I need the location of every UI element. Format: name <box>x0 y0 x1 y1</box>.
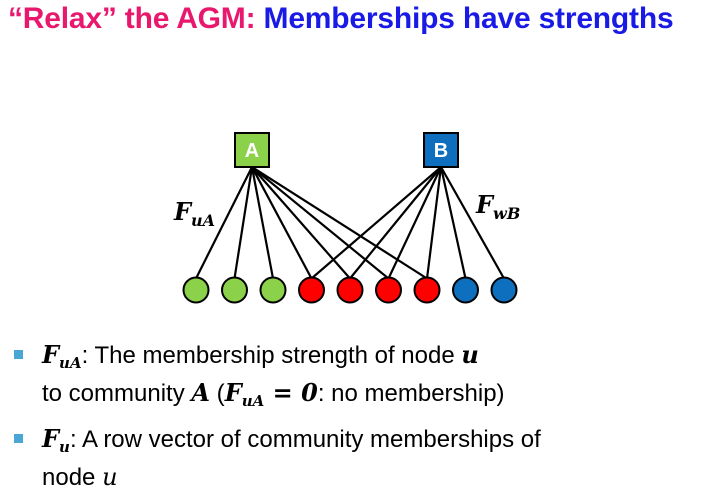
member-node-7 <box>413 276 441 304</box>
membership-edge-a-1 <box>195 166 253 279</box>
bullet-marker <box>14 350 23 359</box>
bullet-fua-definition: FuA: The membership strength of node u t… <box>14 340 714 416</box>
variable-a: A <box>191 378 211 407</box>
community-label-a: A <box>245 140 259 162</box>
membership-edge-a-6 <box>251 166 390 280</box>
edge-label-fua: FuA <box>173 197 215 230</box>
title-part-strengths: Memberships have strengths <box>263 2 674 35</box>
bullet-2-line-1: Fu: A row vector of community membership… <box>42 424 541 456</box>
community-node-b: B <box>423 132 459 168</box>
membership-edge-a-7 <box>251 166 428 280</box>
community-box-b <box>423 132 459 168</box>
variable-u: u <box>102 463 118 491</box>
membership-edge-a-3 <box>250 166 275 279</box>
slide-title: “Relax” the AGM: Memberships have streng… <box>8 2 674 36</box>
member-node-3 <box>259 276 287 304</box>
bullet-2-line-2: node u <box>42 463 118 491</box>
member-node-1 <box>182 276 210 304</box>
membership-edge-a-2 <box>233 166 254 279</box>
member-node-2 <box>221 276 248 304</box>
membership-edge-b-9 <box>440 166 505 280</box>
bullet-list: FuA: The membership strength of node u t… <box>14 340 714 501</box>
bullet-fu-definition: Fu: A row vector of community membership… <box>14 424 714 493</box>
membership-edges <box>195 166 505 280</box>
community-label-b: B <box>434 140 448 162</box>
edge-label-fwb: FwB <box>475 190 520 223</box>
membership-edge-b-4 <box>310 166 442 280</box>
membership-edge-a-4 <box>251 166 313 280</box>
membership-edge-a-5 <box>251 166 351 280</box>
member-node-4 <box>298 276 325 304</box>
bullet-marker <box>14 434 23 443</box>
member-nodes <box>182 276 518 304</box>
community-box-a <box>234 132 270 168</box>
member-node-6 <box>375 276 402 304</box>
bullet-1-line-1: FuA: The membership strength of node u <box>42 340 479 372</box>
member-node-8 <box>452 276 479 304</box>
symbol-fu: Fu <box>42 424 70 456</box>
equation-fua-zero: FuA = 0 <box>224 378 318 410</box>
membership-edge-b-8 <box>439 166 467 279</box>
bullet-1-line-2: to community A (FuA = 0: no membership) <box>42 378 505 410</box>
symbol-fua: FuA <box>42 340 82 372</box>
membership-edge-b-7 <box>425 166 443 279</box>
member-node-5 <box>336 276 364 304</box>
title-part-relax: “Relax” the AGM: <box>8 2 264 35</box>
member-node-9 <box>490 276 518 304</box>
community-node-a: A <box>234 132 270 168</box>
variable-u: u <box>461 340 479 369</box>
